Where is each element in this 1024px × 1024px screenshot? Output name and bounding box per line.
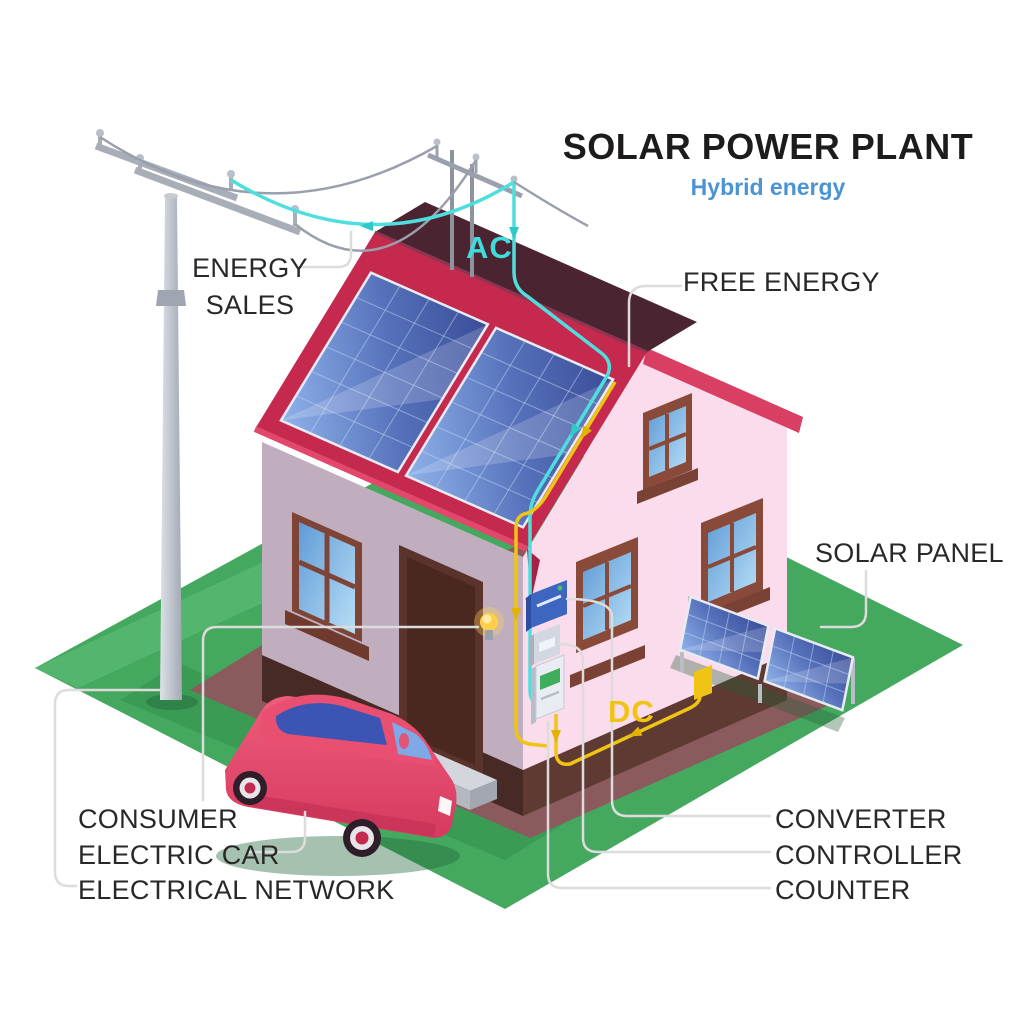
roof-ridge [374,230,648,354]
controller-device [530,624,560,667]
diagram-title-block: SOLAR POWER PLANT Hybrid energy [538,126,998,201]
window-side [285,512,369,661]
leader-lines [53,230,868,890]
leader-free-energy [627,284,683,368]
car-wheel-front [343,819,381,857]
label-electric-car: ELECTRIC CAR [78,840,280,870]
converter-device [526,580,567,632]
power-lines [99,135,589,252]
label-solar-panel: SOLAR PANEL [815,538,1004,568]
page-title: SOLAR POWER PLANT [562,126,974,167]
house [255,139,803,817]
window-attic [637,393,698,504]
wall-light-bulb [474,607,504,640]
leader-energy-sales [298,230,353,269]
window-front-left [570,537,645,688]
label-converter: CONVERTER [775,804,947,834]
array-junction-box [694,665,712,700]
label-electrical-network: ELECTRICAL NETWORK [78,875,395,905]
leader-converter [565,597,772,818]
label-consumer: CONSUMER [78,804,238,834]
roof-gable-edge [643,348,803,433]
leader-controller [558,642,772,854]
label-dc-wire: DC [608,694,655,729]
leader-electric-car [248,810,307,854]
label-ac-wire: AC [466,230,513,265]
energy-sales-wire [230,178,515,232]
roof-back-slope [375,202,697,352]
label-energy-sales: ENERGY SALES [192,253,308,320]
label-counter: COUNTER [775,875,911,905]
dc-wire [511,381,702,766]
ground-solar-array [670,596,853,732]
counter-device [531,654,565,725]
roof-eave-trim [253,426,529,552]
leader-solar-panel [819,569,868,629]
roof-solar-panels [281,273,613,528]
label-controller: CONTROLLER [775,840,963,870]
leader-consumer [201,625,480,802]
front-door [399,545,483,779]
electric-car [216,694,460,876]
leader-electrical-network [53,688,166,888]
car-wheel-rear [233,771,267,805]
page-subtitle: Hybrid energy [690,174,846,200]
label-free-energy: FREE ENERGY [683,267,880,297]
leader-counter [546,720,772,890]
foundation-front [523,654,787,816]
